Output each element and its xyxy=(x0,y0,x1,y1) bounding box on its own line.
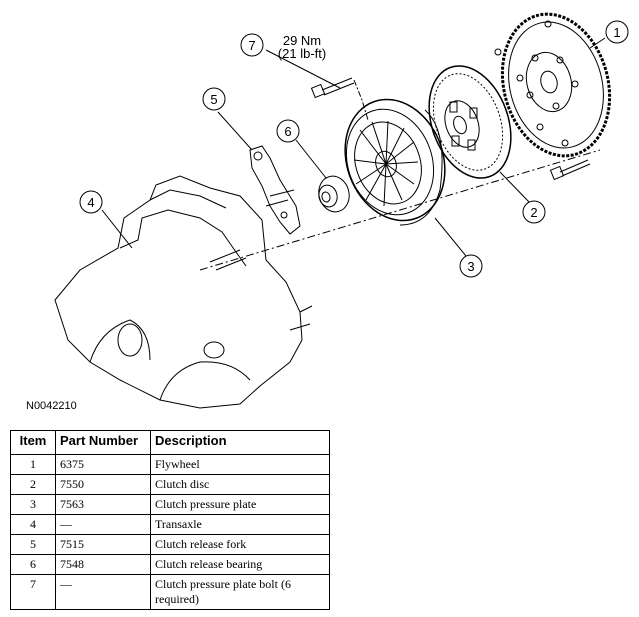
header-part-number: Part Number xyxy=(55,430,151,455)
callout-3-label: 3 xyxy=(467,259,474,274)
transaxle-illustration xyxy=(54,175,313,409)
row-item: 2 xyxy=(10,474,56,495)
callout-1-label: 1 xyxy=(613,25,620,40)
callout-2-circle xyxy=(522,200,546,224)
parts-table: Item Part Number Description 1 6375 Flyw… xyxy=(10,430,330,610)
callout-6-label: 6 xyxy=(284,124,291,139)
row-part-number: 6375 xyxy=(55,454,151,475)
callout-6-circle xyxy=(276,119,300,143)
callout-5-label: 5 xyxy=(210,92,217,107)
callout-4-label: 4 xyxy=(87,195,94,210)
release-fork-illustration xyxy=(249,145,301,235)
row-description: Clutch pressure plate bolt (6 required) xyxy=(150,574,330,610)
flywheel-illustration xyxy=(494,12,612,158)
table-row: 1 6375 Flywheel xyxy=(10,454,330,475)
table-row: 7 — Clutch pressure plate bolt (6 requir… xyxy=(10,574,330,610)
row-description: Clutch release fork xyxy=(150,534,330,555)
table-row: 2 7550 Clutch disc xyxy=(10,474,330,495)
table-row: 5 7515 Clutch release fork xyxy=(10,534,330,555)
callout-5-circle xyxy=(202,87,226,111)
callout-1-circle xyxy=(605,20,629,44)
assembly-centerline xyxy=(199,149,601,271)
callout-4-leader xyxy=(101,209,133,249)
table-row: 3 7563 Clutch pressure plate xyxy=(10,494,330,515)
row-item: 7 xyxy=(10,574,56,610)
table-row: 6 7548 Clutch release bearing xyxy=(10,554,330,575)
row-description: Clutch disc xyxy=(150,474,330,495)
row-part-number: 7548 xyxy=(55,554,151,575)
row-item: 3 xyxy=(10,494,56,515)
row-part-number: 7550 xyxy=(55,474,151,495)
row-item: 5 xyxy=(10,534,56,555)
row-description: Transaxle xyxy=(150,514,330,535)
row-item: 1 xyxy=(10,454,56,475)
flywheel-bolt-illustration xyxy=(549,159,591,181)
pressure-plate-bolt-illustration xyxy=(310,77,369,121)
callout-3-leader xyxy=(434,217,467,257)
clutch-disc-illustration xyxy=(428,65,512,179)
torque-lbft-label: (21 lb-ft) xyxy=(278,46,326,61)
parts-table-header-row: Item Part Number Description xyxy=(10,430,330,455)
header-item: Item xyxy=(10,430,56,455)
callout-5-leader xyxy=(217,111,253,151)
callout-7-leader xyxy=(265,49,341,89)
callout-2-leader xyxy=(499,171,531,204)
row-description: Clutch pressure plate xyxy=(150,494,330,515)
row-part-number: — xyxy=(55,574,151,610)
callout-3-circle xyxy=(459,254,483,278)
callout-2-label: 2 xyxy=(530,205,537,220)
table-row: 4 — Transaxle xyxy=(10,514,330,535)
row-description: Clutch release bearing xyxy=(150,554,330,575)
callout-4-circle xyxy=(79,190,103,214)
callout-7-circle xyxy=(240,33,264,57)
row-part-number: 7563 xyxy=(55,494,151,515)
row-part-number: 7515 xyxy=(55,534,151,555)
row-part-number: — xyxy=(55,514,151,535)
clutch-exploded-diagram: 1 2 3 4 5 6 7 29 Nm (21 lb-ft) xyxy=(54,12,629,409)
callout-1-leader xyxy=(589,37,606,49)
release-bearing-illustration xyxy=(318,175,350,213)
figure-code: N0042210 xyxy=(26,400,77,412)
row-description: Flywheel xyxy=(150,454,330,475)
callout-7-label: 7 xyxy=(248,38,255,53)
row-item: 4 xyxy=(10,514,56,535)
callout-6-leader xyxy=(295,139,327,179)
header-description: Description xyxy=(150,430,330,455)
row-item: 6 xyxy=(10,554,56,575)
torque-nm-label: 29 Nm xyxy=(283,33,321,48)
pressure-plate-illustration xyxy=(344,98,446,226)
